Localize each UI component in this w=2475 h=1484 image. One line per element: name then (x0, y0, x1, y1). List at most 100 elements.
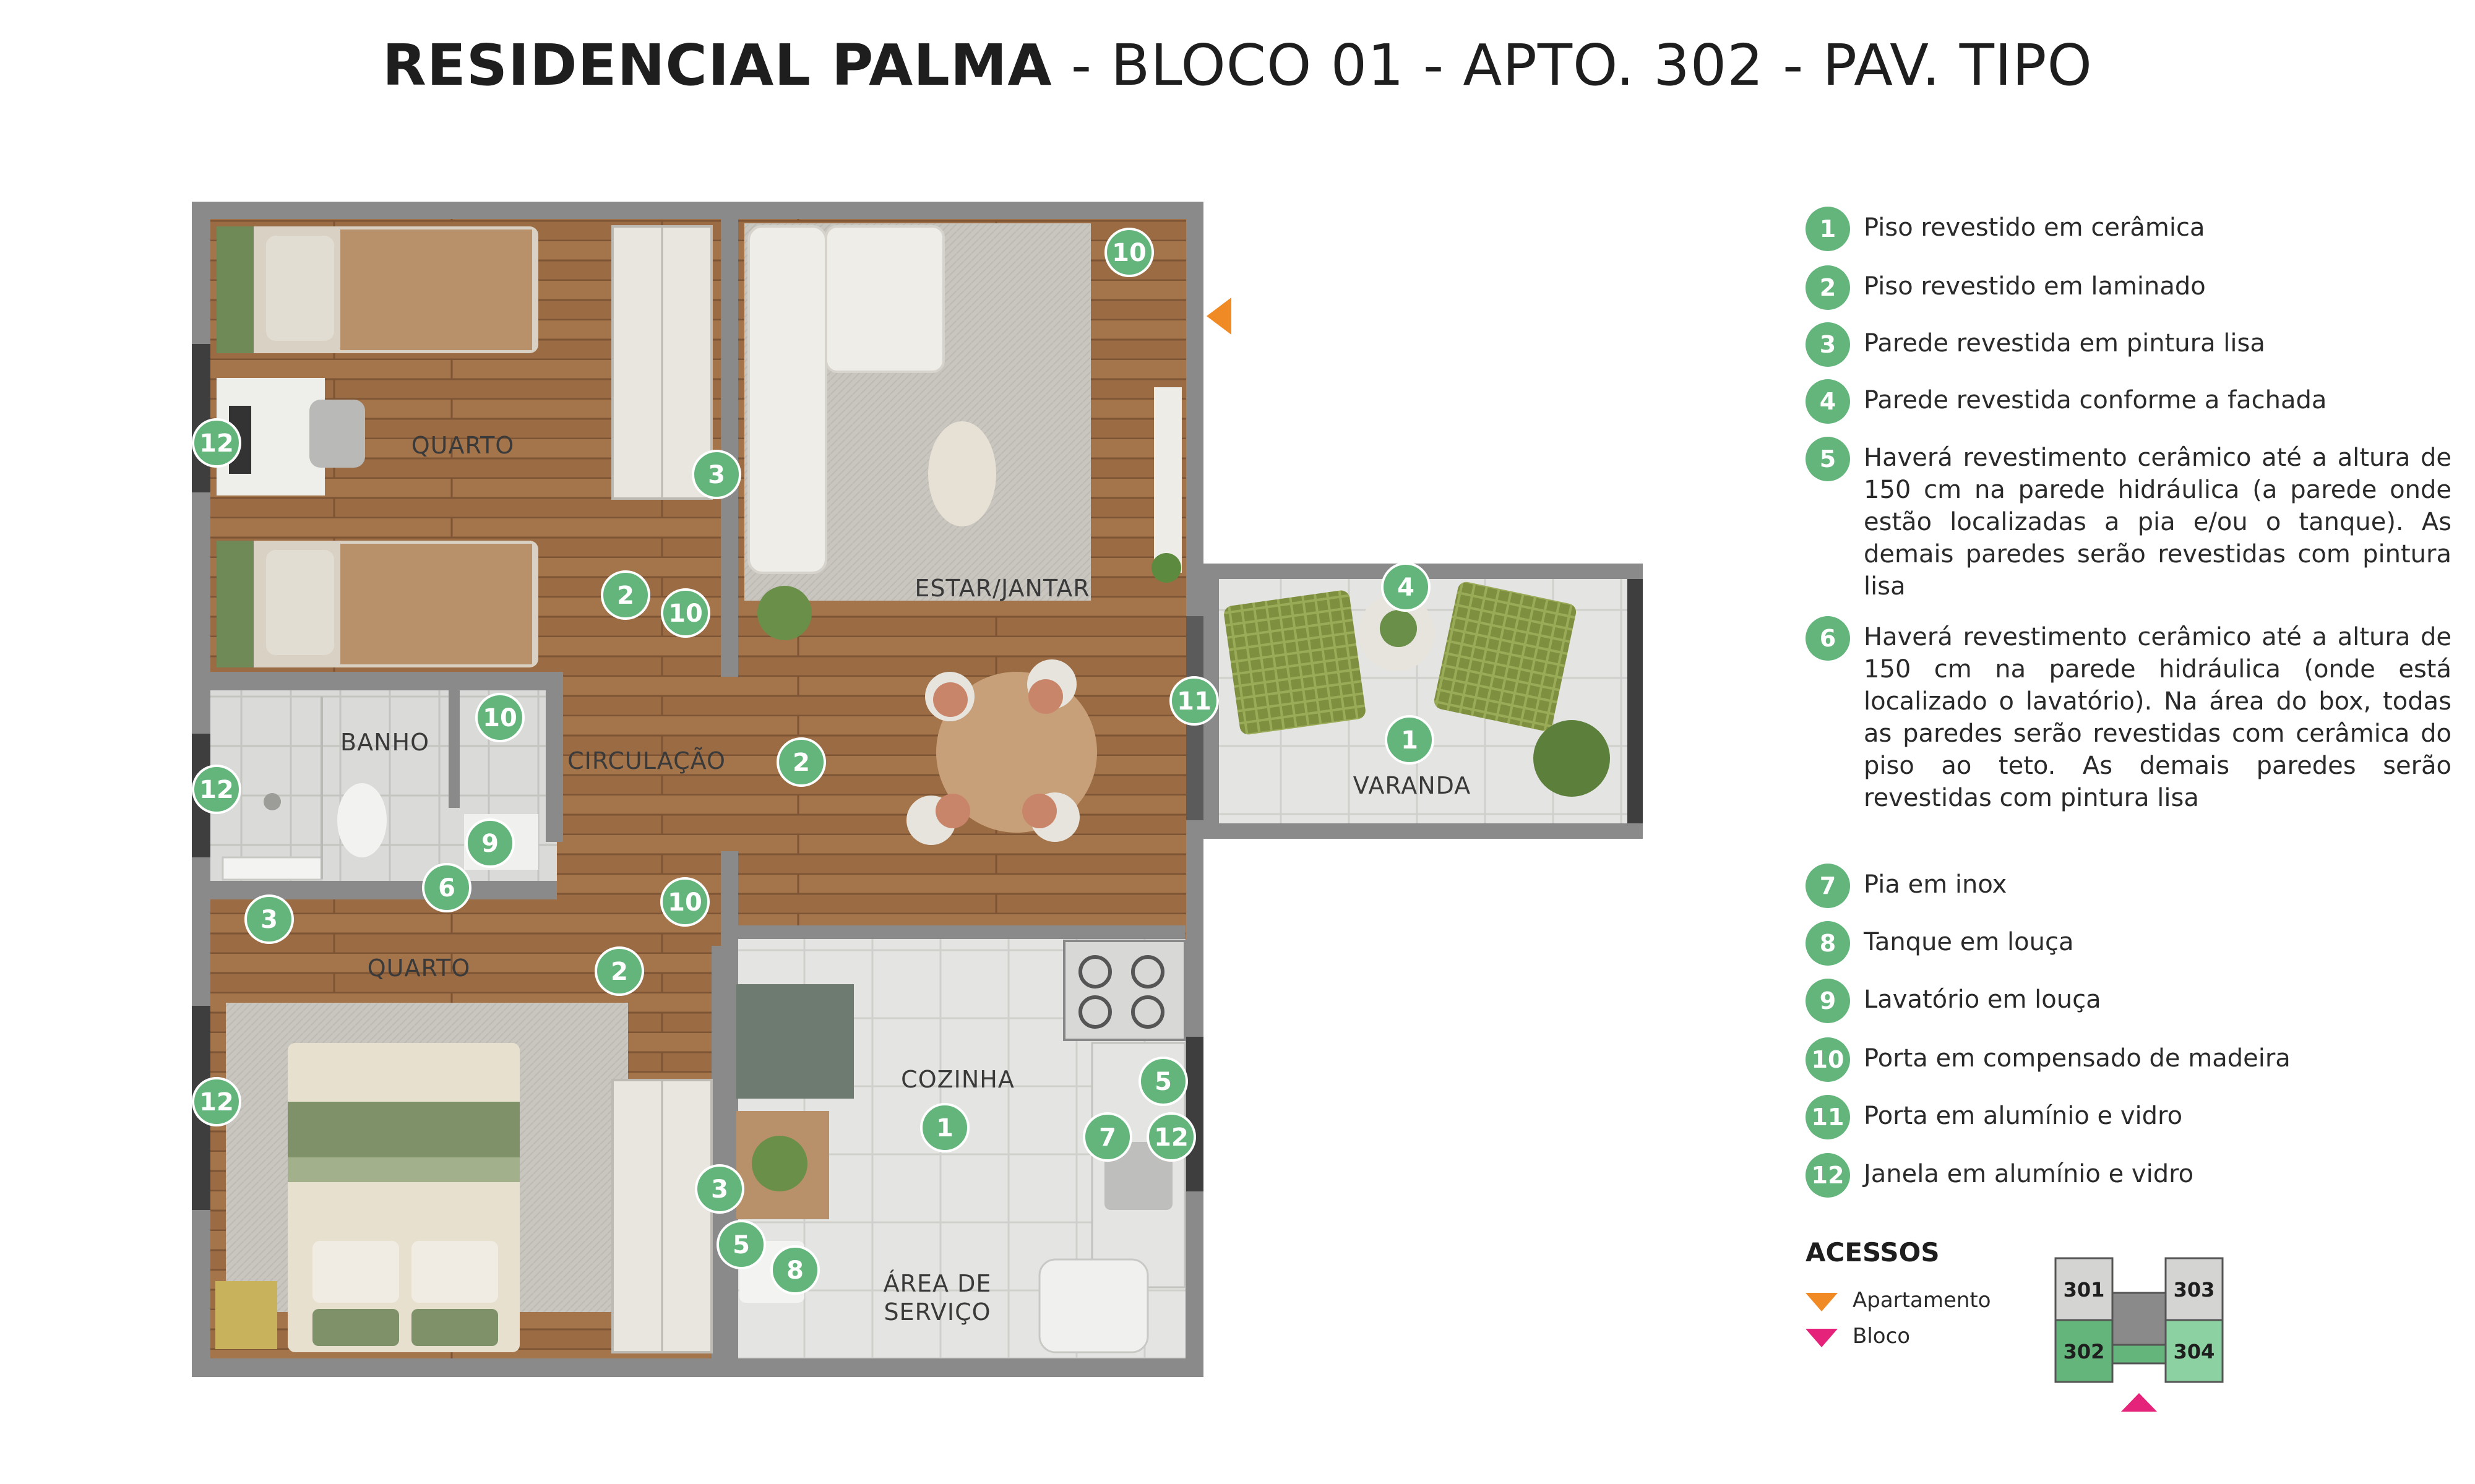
legend-number: 1 (1806, 207, 1850, 251)
legend-number: 10 (1806, 1037, 1850, 1082)
legend-text: Parede revestida em pintura lisa (1864, 329, 2265, 358)
bloco-access-triangle-icon (2121, 1393, 2157, 1412)
legend-text: Piso revestido em cerâmica (1864, 213, 2205, 242)
svg-text:3: 3 (260, 906, 278, 934)
plan-marker: 5 (1138, 1057, 1188, 1106)
room-quarto-bottom: QUARTO (368, 954, 470, 982)
legend-text: Haverá revestimento cerâmico até a altur… (1864, 623, 2451, 812)
svg-text:8: 8 (786, 1256, 804, 1285)
legend-number: 5 (1806, 437, 1850, 481)
svg-text:9: 9 (481, 830, 499, 858)
plan-marker: 10 (475, 693, 525, 742)
legend-number: 2 (1806, 265, 1850, 310)
legend-text: Janela em alumínio e vidro (1864, 1160, 2194, 1188)
plan-marker: 9 (465, 818, 515, 868)
svg-text:1: 1 (1401, 726, 1418, 755)
plan-marker: 3 (244, 894, 294, 944)
title-bold: RESIDENCIAL PALMA (382, 32, 1052, 98)
svg-text:7: 7 (1099, 1123, 1116, 1152)
svg-text:11: 11 (1177, 687, 1212, 716)
acessos-title: ACESSOS (1806, 1237, 1940, 1267)
plan-marker: 10 (661, 588, 710, 638)
block-key-plan: 301 302 303 304 (2054, 1257, 2224, 1412)
legend-text: Haverá revestimento cerâmico até a altur… (1864, 444, 2451, 601)
room-circulacao: CIRCULAÇÃO (567, 747, 726, 774)
svg-text:2: 2 (617, 581, 634, 610)
core-box (2111, 1292, 2167, 1346)
plan-marker: 2 (601, 570, 650, 620)
legend-number: 4 (1806, 379, 1850, 424)
svg-text:12: 12 (199, 429, 234, 458)
acesso-bloco-label: Bloco (1853, 1324, 1911, 1349)
room-banho: BANHO (340, 729, 429, 756)
room-area-servico-line1: ÁREA DE (884, 1270, 992, 1297)
svg-text:10: 10 (668, 888, 702, 917)
plan-marker: 3 (695, 1164, 744, 1214)
pink-triangle-icon (1806, 1329, 1838, 1347)
legend-text: Tanque em louça (1864, 928, 2074, 956)
room-quarto-top: QUARTO (411, 432, 514, 459)
legend-text: Porta em alumínio e vidro (1864, 1102, 2183, 1130)
plan-marker: 1 (1385, 715, 1434, 765)
corridor-box (2111, 1344, 2167, 1365)
plan-marker: 5 (717, 1220, 766, 1269)
svg-text:5: 5 (733, 1231, 750, 1259)
floor-plan: QUARTO ESTAR/JANTAR BANHO CIRCULAÇÃO VAR… (192, 202, 1643, 1377)
orange-triangle-icon (1806, 1293, 1838, 1311)
legend-number: 3 (1806, 322, 1850, 367)
unit-304-label: 304 (2174, 1340, 2215, 1363)
legend-text: Piso revestido em laminado (1864, 272, 2206, 301)
plan-marker: 10 (660, 877, 710, 927)
svg-text:12: 12 (1154, 1123, 1189, 1152)
legend-number: 12 (1806, 1153, 1850, 1198)
unit-302-box (2054, 1319, 2114, 1383)
title-rest: - BLOCO 01 - APTO. 302 - PAV. TIPO (1052, 32, 2093, 98)
svg-text:1: 1 (936, 1114, 953, 1143)
plan-marker: 6 (422, 863, 471, 912)
plan-marker: 8 (770, 1245, 820, 1295)
unit-302-label: 302 (2064, 1340, 2105, 1363)
legend-number: 11 (1806, 1095, 1850, 1139)
svg-text:10: 10 (1112, 239, 1147, 267)
unit-301-box (2054, 1257, 2114, 1321)
legend-number: 9 (1806, 979, 1850, 1023)
room-area-servico-line2: SERVIÇO (884, 1298, 991, 1326)
svg-text:2: 2 (611, 958, 628, 986)
unit-303-label: 303 (2174, 1278, 2215, 1302)
acesso-apartamento-label: Apartamento (1853, 1288, 1991, 1313)
room-varanda: VARANDA (1353, 772, 1471, 799)
svg-text:4: 4 (1397, 573, 1414, 602)
legend-number: 8 (1806, 921, 1850, 966)
legend-text: Lavatório em louça (1864, 985, 2101, 1014)
plan-marker: 7 (1083, 1112, 1132, 1162)
plan-marker: 1 (920, 1103, 970, 1152)
room-cozinha: COZINHA (901, 1066, 1015, 1093)
svg-text:3: 3 (708, 461, 725, 489)
plan-marker: 2 (595, 946, 644, 996)
plan-marker: 12 (1147, 1112, 1196, 1162)
svg-text:3: 3 (711, 1175, 728, 1204)
page-title: RESIDENCIAL PALMA - BLOCO 01 - APTO. 302… (0, 32, 2475, 98)
plan-marker: 4 (1381, 562, 1431, 612)
legend-text: Porta em compensado de madeira (1864, 1044, 2291, 1073)
unit-304-box (2164, 1319, 2224, 1383)
svg-text:10: 10 (668, 599, 703, 628)
svg-text:12: 12 (199, 776, 234, 804)
plan-marker: 12 (192, 1077, 241, 1126)
legend-number: 6 (1806, 616, 1850, 661)
svg-text:10: 10 (483, 704, 517, 732)
svg-text:5: 5 (1155, 1068, 1172, 1096)
plan-marker: 12 (192, 418, 241, 468)
plan-marker: 2 (777, 737, 826, 787)
legend-text: Pia em inox (1864, 870, 2007, 899)
unit-301-label: 301 (2064, 1278, 2105, 1302)
svg-text:2: 2 (793, 748, 810, 777)
legend-number: 7 (1806, 864, 1850, 908)
plan-marker: 3 (692, 450, 741, 499)
plan-marker: 12 (192, 765, 241, 814)
room-estar-jantar: ESTAR/JANTAR (915, 575, 1090, 602)
plan-marker: 10 (1104, 228, 1154, 277)
plan-marker: 11 (1169, 676, 1219, 726)
legend-text: Parede revestida conforme a fachada (1864, 386, 2327, 414)
svg-text:12: 12 (199, 1088, 234, 1117)
